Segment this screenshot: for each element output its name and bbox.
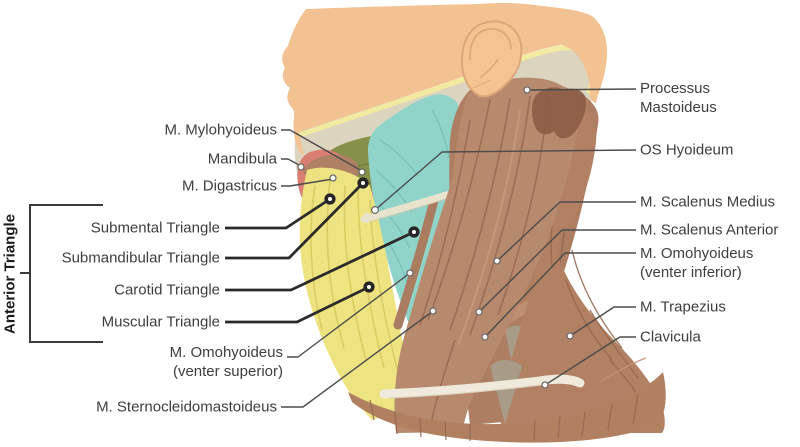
marker-trapezius [566, 332, 574, 340]
leader-os-hyoideum [374, 149, 637, 211]
label-trapezius: M. Trapezius [640, 298, 726, 316]
hyoid-bone [360, 190, 454, 223]
leader-processus-mastoideus [526, 88, 637, 91]
ring-markers [324, 177, 420, 293]
label-omohyoideus-superior: M. Omohyoideus (venter superior) [169, 344, 283, 380]
label-scalenus-anterior: M. Scalenus Anterior [640, 221, 779, 239]
marker-mandibula [297, 163, 305, 171]
marker-sternocleidomastoideus [429, 307, 437, 315]
leader-carotid-triangle [225, 230, 415, 292]
label-os-hyoideum: OS Hyoideum [640, 141, 734, 159]
marker-clavicula [541, 381, 549, 389]
leader-clavicula [544, 336, 636, 386]
marker-omohyoideus-inferior [481, 333, 489, 341]
leader-lines-thin [281, 88, 637, 408]
label-clavicula: Clavicula [640, 328, 701, 346]
splenius-muscles [531, 87, 586, 139]
anterior-triangle-bracket [20, 204, 103, 343]
marker-scalenus-anterior [475, 308, 483, 316]
marker-scalenus-medius [493, 257, 501, 265]
leader-omohyoideus-inferior [484, 252, 636, 338]
label-digastricus: M. Digastricus [181, 177, 277, 195]
clavicle-bone [379, 374, 585, 399]
omohyoid-superior-belly [393, 195, 439, 330]
dot-markers [297, 86, 574, 389]
leader-muscular-triangle [225, 285, 370, 324]
marker-submental-triangle [324, 193, 336, 205]
leader-lines-thick [225, 182, 415, 324]
marker-submandibular-triangle [357, 177, 369, 189]
leader-mylohyoideus [281, 129, 363, 172]
label-muscular-triangle: Muscular Triangle [101, 313, 220, 331]
label-submental-triangle: Submental Triangle [90, 219, 220, 237]
leader-scalenus-anterior [478, 229, 636, 313]
head-skin [282, 2, 608, 156]
label-sternocleidomastoideus: M. Sternocleidomastoideus [96, 398, 277, 416]
marker-os-hyoideum [370, 205, 380, 215]
leader-mandibula [281, 158, 302, 167]
sternal-gap [490, 360, 522, 424]
marker-omohyoideus-superior [406, 269, 414, 277]
marker-mylohyoideus [358, 168, 366, 176]
marker-digastricus [329, 174, 337, 182]
label-mylohyoideus: M. Mylohyoideus [164, 121, 277, 139]
marker-muscular-triangle [363, 281, 375, 293]
leader-digastricus [281, 178, 334, 187]
leader-scalenus-medius [496, 201, 636, 262]
label-processus-mastoideus: Processus Mastoideus [640, 80, 717, 116]
marker-processus-mastoideus [523, 86, 531, 94]
leader-submandibular-triangle [225, 182, 364, 260]
label-mandibula: Mandibula [207, 150, 277, 168]
leader-submental-triangle [225, 197, 331, 230]
label-submandibular-triangle: Submandibular Triangle [61, 249, 220, 267]
leader-sternocleidomastoideus [281, 310, 434, 408]
marker-carotid-triangle [408, 226, 420, 238]
carotid-triangle-region [368, 94, 460, 326]
label-omohyoideus-inferior: M. Omohyoideus (venter inferior) [640, 245, 754, 281]
leader-trapezius [569, 306, 636, 337]
group-label-anterior-triangle: Anterior Triangle [1, 213, 19, 334]
chest-muscles [348, 360, 666, 443]
label-carotid-triangle: Carotid Triangle [114, 281, 220, 299]
label-scalenus-medius: M. Scalenus Medius [640, 193, 776, 211]
leader-omohyoideus-superior [287, 272, 411, 358]
trapezius-muscle [500, 100, 665, 433]
ear [460, 20, 523, 98]
